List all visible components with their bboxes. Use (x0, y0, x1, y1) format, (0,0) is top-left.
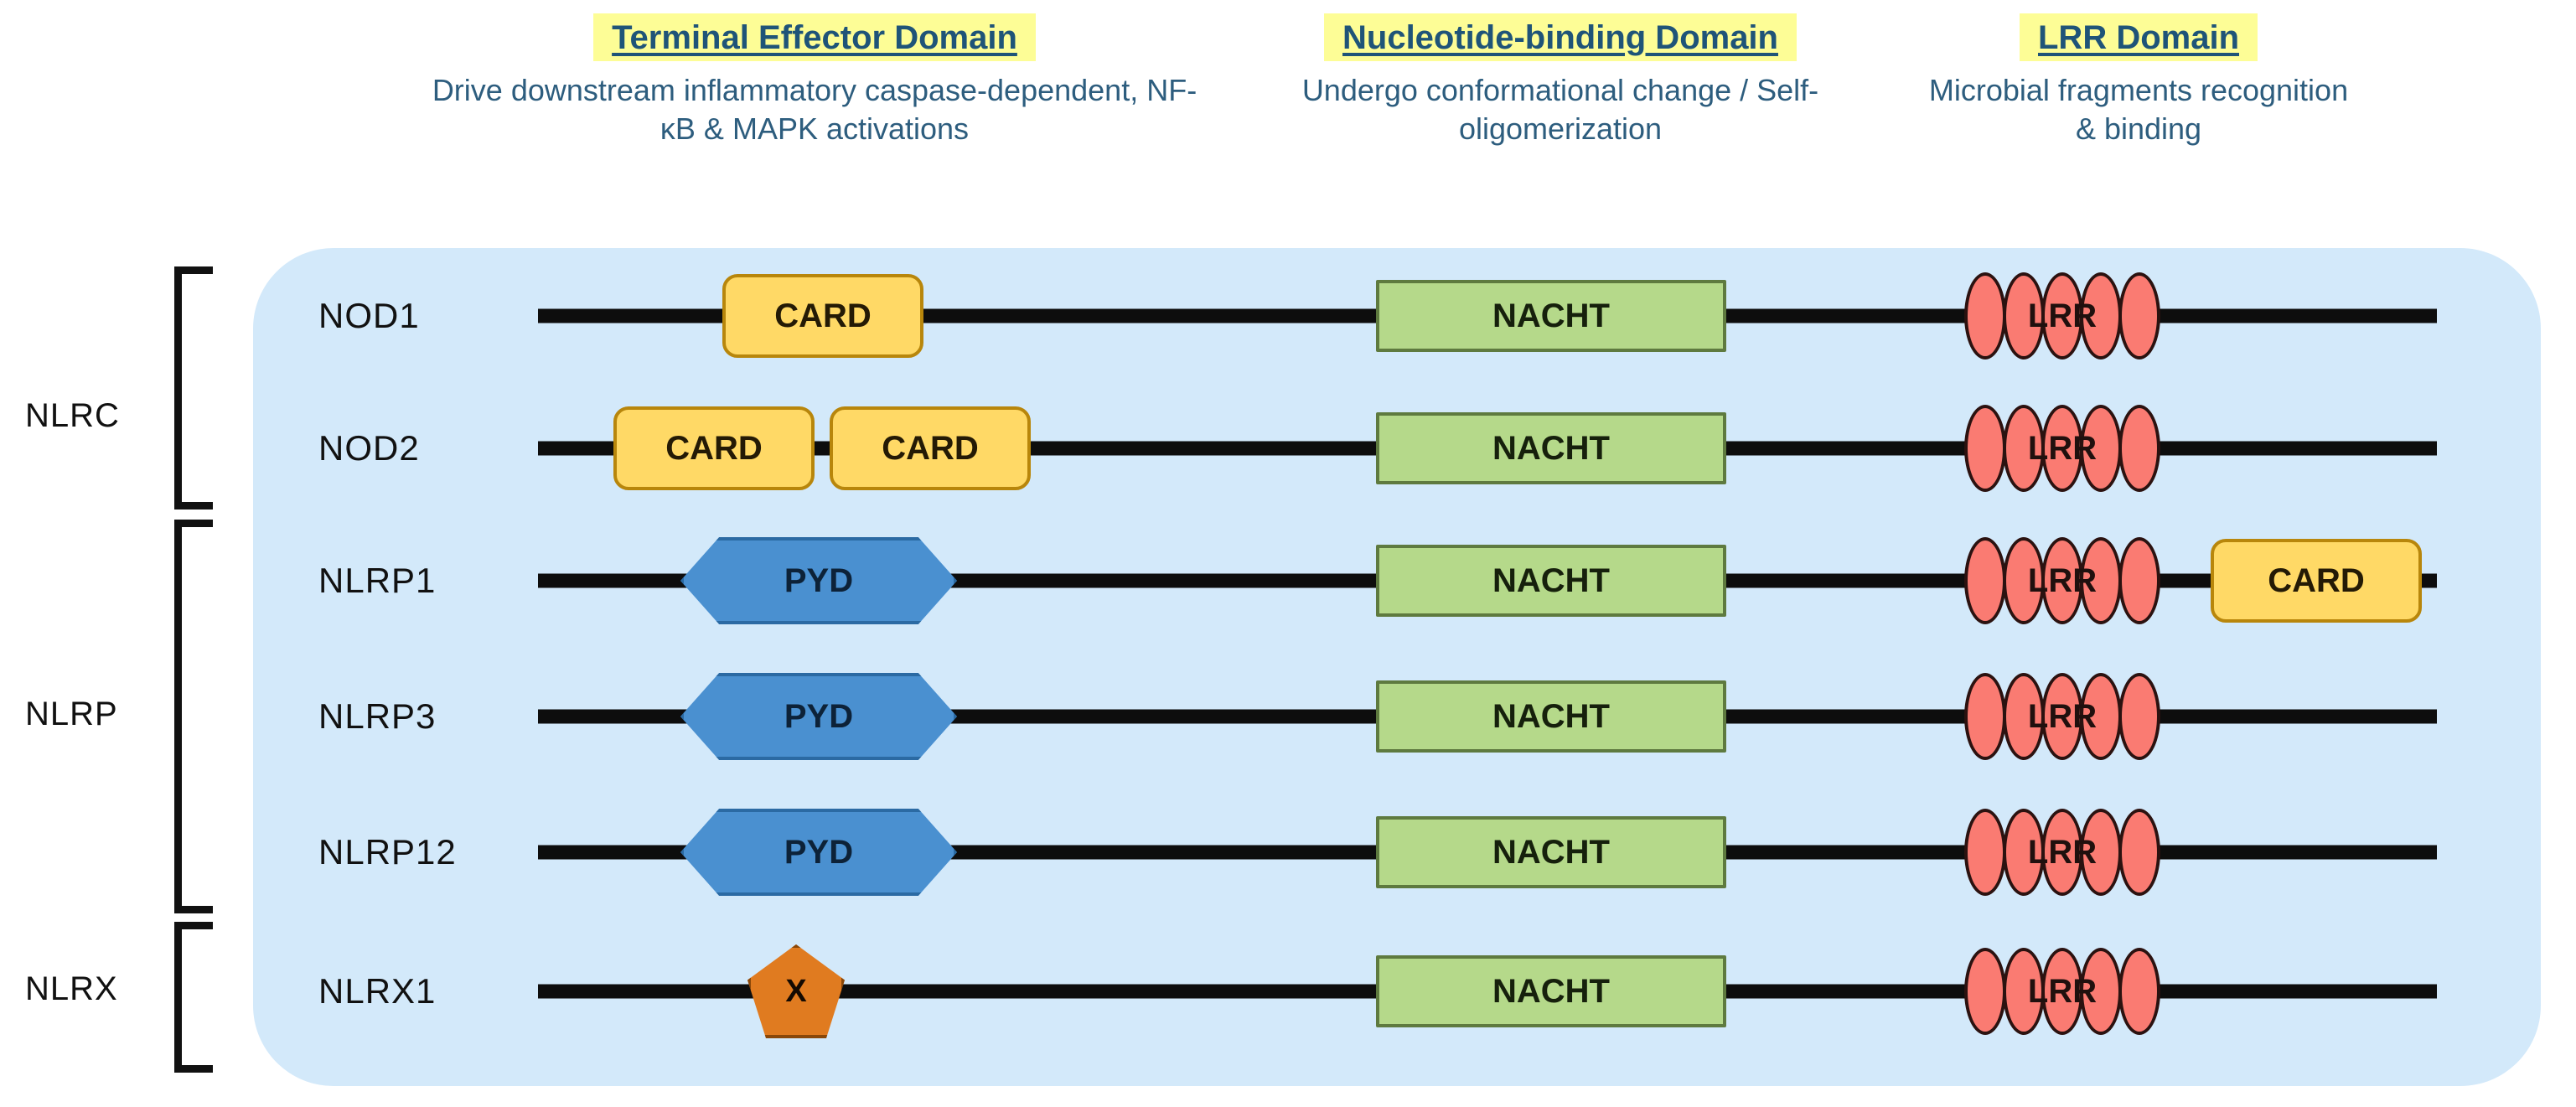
lrr-repeat-ellipse (2041, 405, 2083, 492)
lrr-repeat-ellipse (2003, 537, 2045, 624)
column-title: LRR Domain (2020, 13, 2258, 62)
lrr-domain: LRR (1964, 948, 2160, 1035)
lrr-repeat-ellipse (2041, 809, 2083, 896)
family-label-nlrc: NLRC (25, 397, 120, 434)
lrr-repeat-ellipse (2003, 673, 2045, 760)
lrr-repeat-ellipse (2118, 809, 2160, 896)
protein-panel (253, 248, 2541, 1086)
protein-row: NLRP3 PYD NACHT LRR (0, 662, 2576, 771)
lrr-repeat-ellipse (2118, 948, 2160, 1035)
family-bracket-nlrc (174, 266, 213, 510)
lrr-repeat-ellipse (2041, 272, 2083, 360)
nacht-domain: NACHT (1376, 412, 1726, 484)
lrr-repeat-ellipse (1964, 809, 2006, 896)
x-domain: X (747, 944, 845, 1038)
family-label-nlrp: NLRP (25, 696, 118, 732)
lrr-repeat-ellipse (1964, 537, 2006, 624)
protein-row: NOD1 CARD NACHT LRR (0, 261, 2576, 370)
column-title: Nucleotide-binding Domain (1324, 13, 1797, 62)
protein-name-nlrp3: NLRP3 (318, 696, 437, 736)
nacht-domain: NACHT (1376, 280, 1726, 352)
card-domain: CARD (613, 406, 815, 490)
card-domain: CARD (830, 406, 1031, 490)
protein-name-nod1: NOD1 (318, 296, 420, 335)
protein-row: NLRX1 X NACHT LRR (0, 937, 2576, 1046)
nacht-domain: NACHT (1376, 816, 1726, 888)
nacht-domain: NACHT (1376, 545, 1726, 617)
lrr-repeat-ellipse (2080, 405, 2122, 492)
lrr-repeat-ellipse (2080, 673, 2122, 760)
column-description: Microbial fragments recognition & bindin… (1928, 73, 2349, 146)
protein-name-nlrx1: NLRX1 (318, 971, 437, 1011)
lrr-repeat-ellipse (2003, 809, 2045, 896)
lrr-repeat-ellipse (1964, 673, 2006, 760)
lrr-repeat-ellipse (2080, 537, 2122, 624)
protein-row: NLRP12 PYD NACHT LRR (0, 798, 2576, 907)
lrr-domain: LRR (1964, 272, 2160, 360)
column-description: Drive downstream inflammatory caspase-de… (432, 73, 1197, 146)
lrr-repeat-ellipse (2080, 948, 2122, 1035)
lrr-repeat-ellipse (1964, 405, 2006, 492)
lrr-repeat-ellipse (2118, 673, 2160, 760)
pyd-domain: PYD (680, 673, 957, 760)
lrr-repeat-ellipse (2003, 948, 2045, 1035)
lrr-domain: LRR (1964, 809, 2160, 896)
lrr-domain: LRR (1964, 405, 2160, 492)
lrr-repeat-ellipse (2080, 272, 2122, 360)
family-label-nlrx: NLRX (25, 970, 118, 1007)
lrr-repeat-ellipse (2118, 537, 2160, 624)
nacht-domain: NACHT (1376, 680, 1726, 753)
lrr-repeat-ellipse (2041, 537, 2083, 624)
protein-name-nlrp1: NLRP1 (318, 561, 437, 600)
column-title: Terminal Effector Domain (593, 13, 1036, 62)
lrr-repeat-ellipse (2041, 948, 2083, 1035)
protein-name-nod2: NOD2 (318, 428, 420, 468)
pyd-domain: PYD (680, 809, 957, 896)
card-domain: CARD (2211, 539, 2422, 623)
protein-row: NLRP1 PYD NACHT LRR CARD (0, 526, 2576, 635)
protein-name-nlrp12: NLRP12 (318, 832, 457, 872)
lrr-repeat-ellipse (1964, 272, 2006, 360)
family-bracket-nlrx (174, 922, 213, 1073)
family-bracket-nlrp (174, 520, 213, 913)
lrr-repeat-ellipse (2118, 272, 2160, 360)
lrr-repeat-ellipse (2080, 809, 2122, 896)
card-domain: CARD (722, 274, 923, 358)
pyd-domain: PYD (680, 537, 957, 624)
lrr-repeat-ellipse (2003, 405, 2045, 492)
column-description: Undergo conformational change / Self-oli… (1301, 73, 1819, 146)
lrr-domain: LRR (1964, 673, 2160, 760)
nacht-domain: NACHT (1376, 955, 1726, 1027)
lrr-repeat-ellipse (2118, 405, 2160, 492)
lrr-repeat-ellipse (1964, 948, 2006, 1035)
lrr-domain: LRR (1964, 537, 2160, 624)
lrr-repeat-ellipse (2003, 272, 2045, 360)
lrr-repeat-ellipse (2041, 673, 2083, 760)
